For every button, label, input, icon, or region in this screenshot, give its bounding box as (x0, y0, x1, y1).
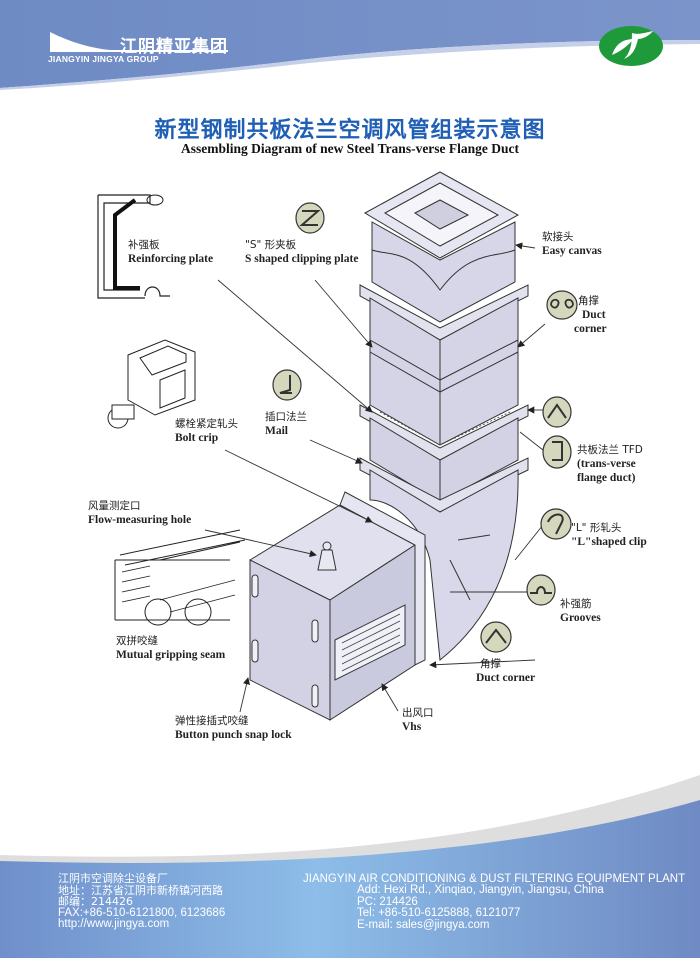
footer-left: 江阴市空调除尘设备厂 地址：江苏省江阴市新桥镇河西路 邮编：214426 FAX… (58, 873, 225, 931)
footer-company-cn: 江阴市空调除尘设备厂 (58, 872, 168, 885)
tfd-corner-badge-icon (542, 396, 572, 428)
label-en: Duct (582, 309, 606, 321)
label-cn: 插口法兰 (265, 411, 307, 423)
label-cn: 螺栓紧定轧头 (175, 418, 238, 430)
label-cn: 双拼咬缝 (116, 635, 158, 647)
label-en: Duct corner (476, 672, 536, 684)
duct-assembly-diagram (97, 171, 578, 721)
label-en: "L"shaped clip (571, 536, 647, 548)
label-en: corner (574, 323, 607, 335)
footer-postcode-cn: 邮编：214426 (58, 895, 133, 908)
label-en: (trans-verse (577, 458, 636, 470)
label-en: Bolt crip (175, 432, 219, 444)
flow-measuring-hole (317, 549, 337, 571)
label-button-lock: 弹性接插式咬缝 Button punch snap lock (175, 714, 292, 742)
footer-tel: Tel: +86-510-6125888, 6121077 (357, 907, 521, 919)
vhs-grille (334, 604, 406, 681)
footer-right: Add: Hexi Rd., Xinqiao, Jiangyin, Jiangs… (357, 884, 604, 931)
l-clip-badge-icon (540, 508, 572, 540)
mail-badge-icon (272, 369, 302, 401)
mutual-seam-detail (114, 529, 246, 626)
footer-fax: FAX:+86-510-6121800, 6123686 (58, 906, 226, 919)
profile-badges (272, 202, 578, 653)
easy-canvas-section (371, 221, 516, 323)
logo-swoosh (50, 32, 228, 52)
footer-address-cn: 地址：江苏省江阴市新桥镇河西路 (58, 883, 223, 897)
logo-chinese: 江阴精亚集团 (120, 37, 228, 57)
header-band (0, 0, 700, 90)
duct-corner-bottom-badge-icon (480, 621, 512, 653)
label-cn: "L" 形轧头 (571, 522, 622, 534)
leader-lines (204, 242, 546, 713)
label-duct-corner-bottom: 角撑 Duct corner (476, 657, 535, 685)
label-cn: 角撑 (480, 658, 501, 670)
label-cn: 弹性接插式咬缝 (175, 715, 249, 727)
label-bolt-crip: 螺栓紧定轧头 Bolt crip (175, 417, 238, 445)
label-en: Flow-measuring hole (88, 514, 192, 526)
label-flow-hole: 风量测定口 Flow-measuring hole (88, 499, 191, 527)
label-cn: 软接头 (542, 231, 574, 243)
duct-corner-badge-icon (546, 290, 578, 320)
title-english: Assembling Diagram of new Steel Trans-ve… (180, 141, 520, 156)
label-mutual-seam: 双拼咬缝 Mutual gripping seam (116, 634, 225, 662)
label-vhs: 出风口 Vhs (402, 706, 434, 734)
footer-right-heading: JIANGYIN AIR CONDITIONING & DUST FILTERI… (303, 873, 686, 885)
logo-english: JIANGYIN JINGYA GROUP (48, 54, 159, 64)
label-cn: 角撑 (578, 295, 599, 307)
footer-website-link[interactable]: http://www.jingya.com (58, 918, 170, 930)
label-easy-canvas: 软接头 Easy canvas (542, 230, 602, 258)
label-en: Button punch snap lock (175, 729, 292, 741)
label-cn: 补强板 (128, 239, 160, 251)
label-en: flange duct) (577, 472, 636, 484)
label-cn: 补强筋 (560, 598, 592, 610)
label-tfd: 共板法兰 TFD (trans-verse flange duct) (577, 443, 643, 485)
footer-address: Add: Hexi Rd., Xinqiao, Jiangyin, Jiangs… (357, 884, 604, 896)
label-en: Reinforcing plate (128, 253, 214, 265)
reinforcing-plate-detail (97, 194, 170, 299)
footer-postcode: PC: 214426 (357, 895, 418, 908)
label-grooves: 补强筋 Grooves (560, 597, 601, 625)
elbow-duct (369, 469, 519, 661)
label-l-clip: "L" 形轧头 "L"shaped clip (571, 521, 647, 549)
label-cn: 共板法兰 TFD (577, 444, 643, 456)
label-en: Mail (265, 425, 288, 437)
label-cn: 出风口 (402, 707, 434, 719)
title-chinese: 新型钢制共板法兰空调风管组装示意图 (154, 118, 546, 143)
label-duct-corner-top: 角撑 Duct corner (574, 294, 607, 336)
bolt-crip-detail (107, 339, 196, 429)
label-en: S shaped clipping plate (245, 253, 359, 265)
label-en: Easy canvas (542, 245, 602, 257)
label-s-clip: "S" 形夹板 S shaped clipping plate (245, 238, 358, 266)
label-reinforcing-plate: 补强板 Reinforcing plate (128, 238, 213, 266)
connection-flange (339, 491, 426, 666)
label-en: Vhs (402, 721, 422, 733)
label-en: Mutual gripping seam (116, 649, 226, 661)
label-cn: "S" 形夹板 (245, 239, 297, 251)
label-en: Grooves (560, 612, 601, 624)
brand-leaf-logo-icon (599, 26, 663, 66)
footer-band (0, 775, 700, 958)
tfd-badge-icon (542, 435, 572, 469)
footer-email-link[interactable]: E-mail: sales@jingya.com (357, 918, 490, 931)
grooves-badge-icon (526, 574, 556, 606)
label-cn: 风量测定口 (88, 500, 141, 512)
label-mail: 插口法兰 Mail (265, 410, 307, 438)
